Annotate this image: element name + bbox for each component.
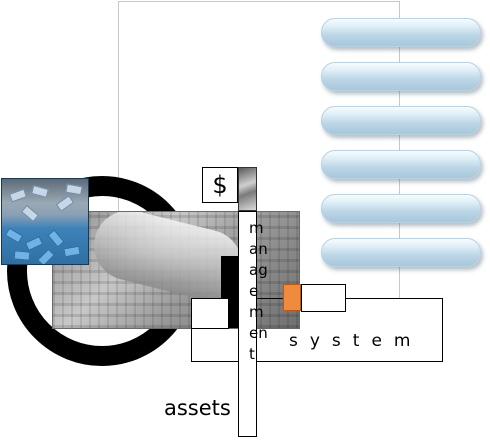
nav-button-4[interactable] <box>321 150 481 179</box>
orange-accent-square <box>283 284 301 311</box>
management-column <box>238 211 257 437</box>
nav-button-3[interactable] <box>321 106 481 135</box>
nav-button-2[interactable] <box>321 62 481 91</box>
photo-strip <box>238 167 257 211</box>
assets-text: assets <box>164 396 231 420</box>
frame-line-left <box>118 1 119 211</box>
small-rect <box>301 284 346 312</box>
system-text: system <box>289 331 423 351</box>
frame-line-top <box>118 1 400 2</box>
nav-button-1[interactable] <box>321 18 481 47</box>
management-vertical-text: management <box>249 219 268 363</box>
money-photo <box>1 178 89 265</box>
dollar-sign-box: $ <box>202 167 238 203</box>
machine-photo <box>52 211 300 329</box>
nav-button-5[interactable] <box>321 194 481 223</box>
white-block <box>191 298 229 329</box>
nav-button-6[interactable] <box>321 238 481 267</box>
